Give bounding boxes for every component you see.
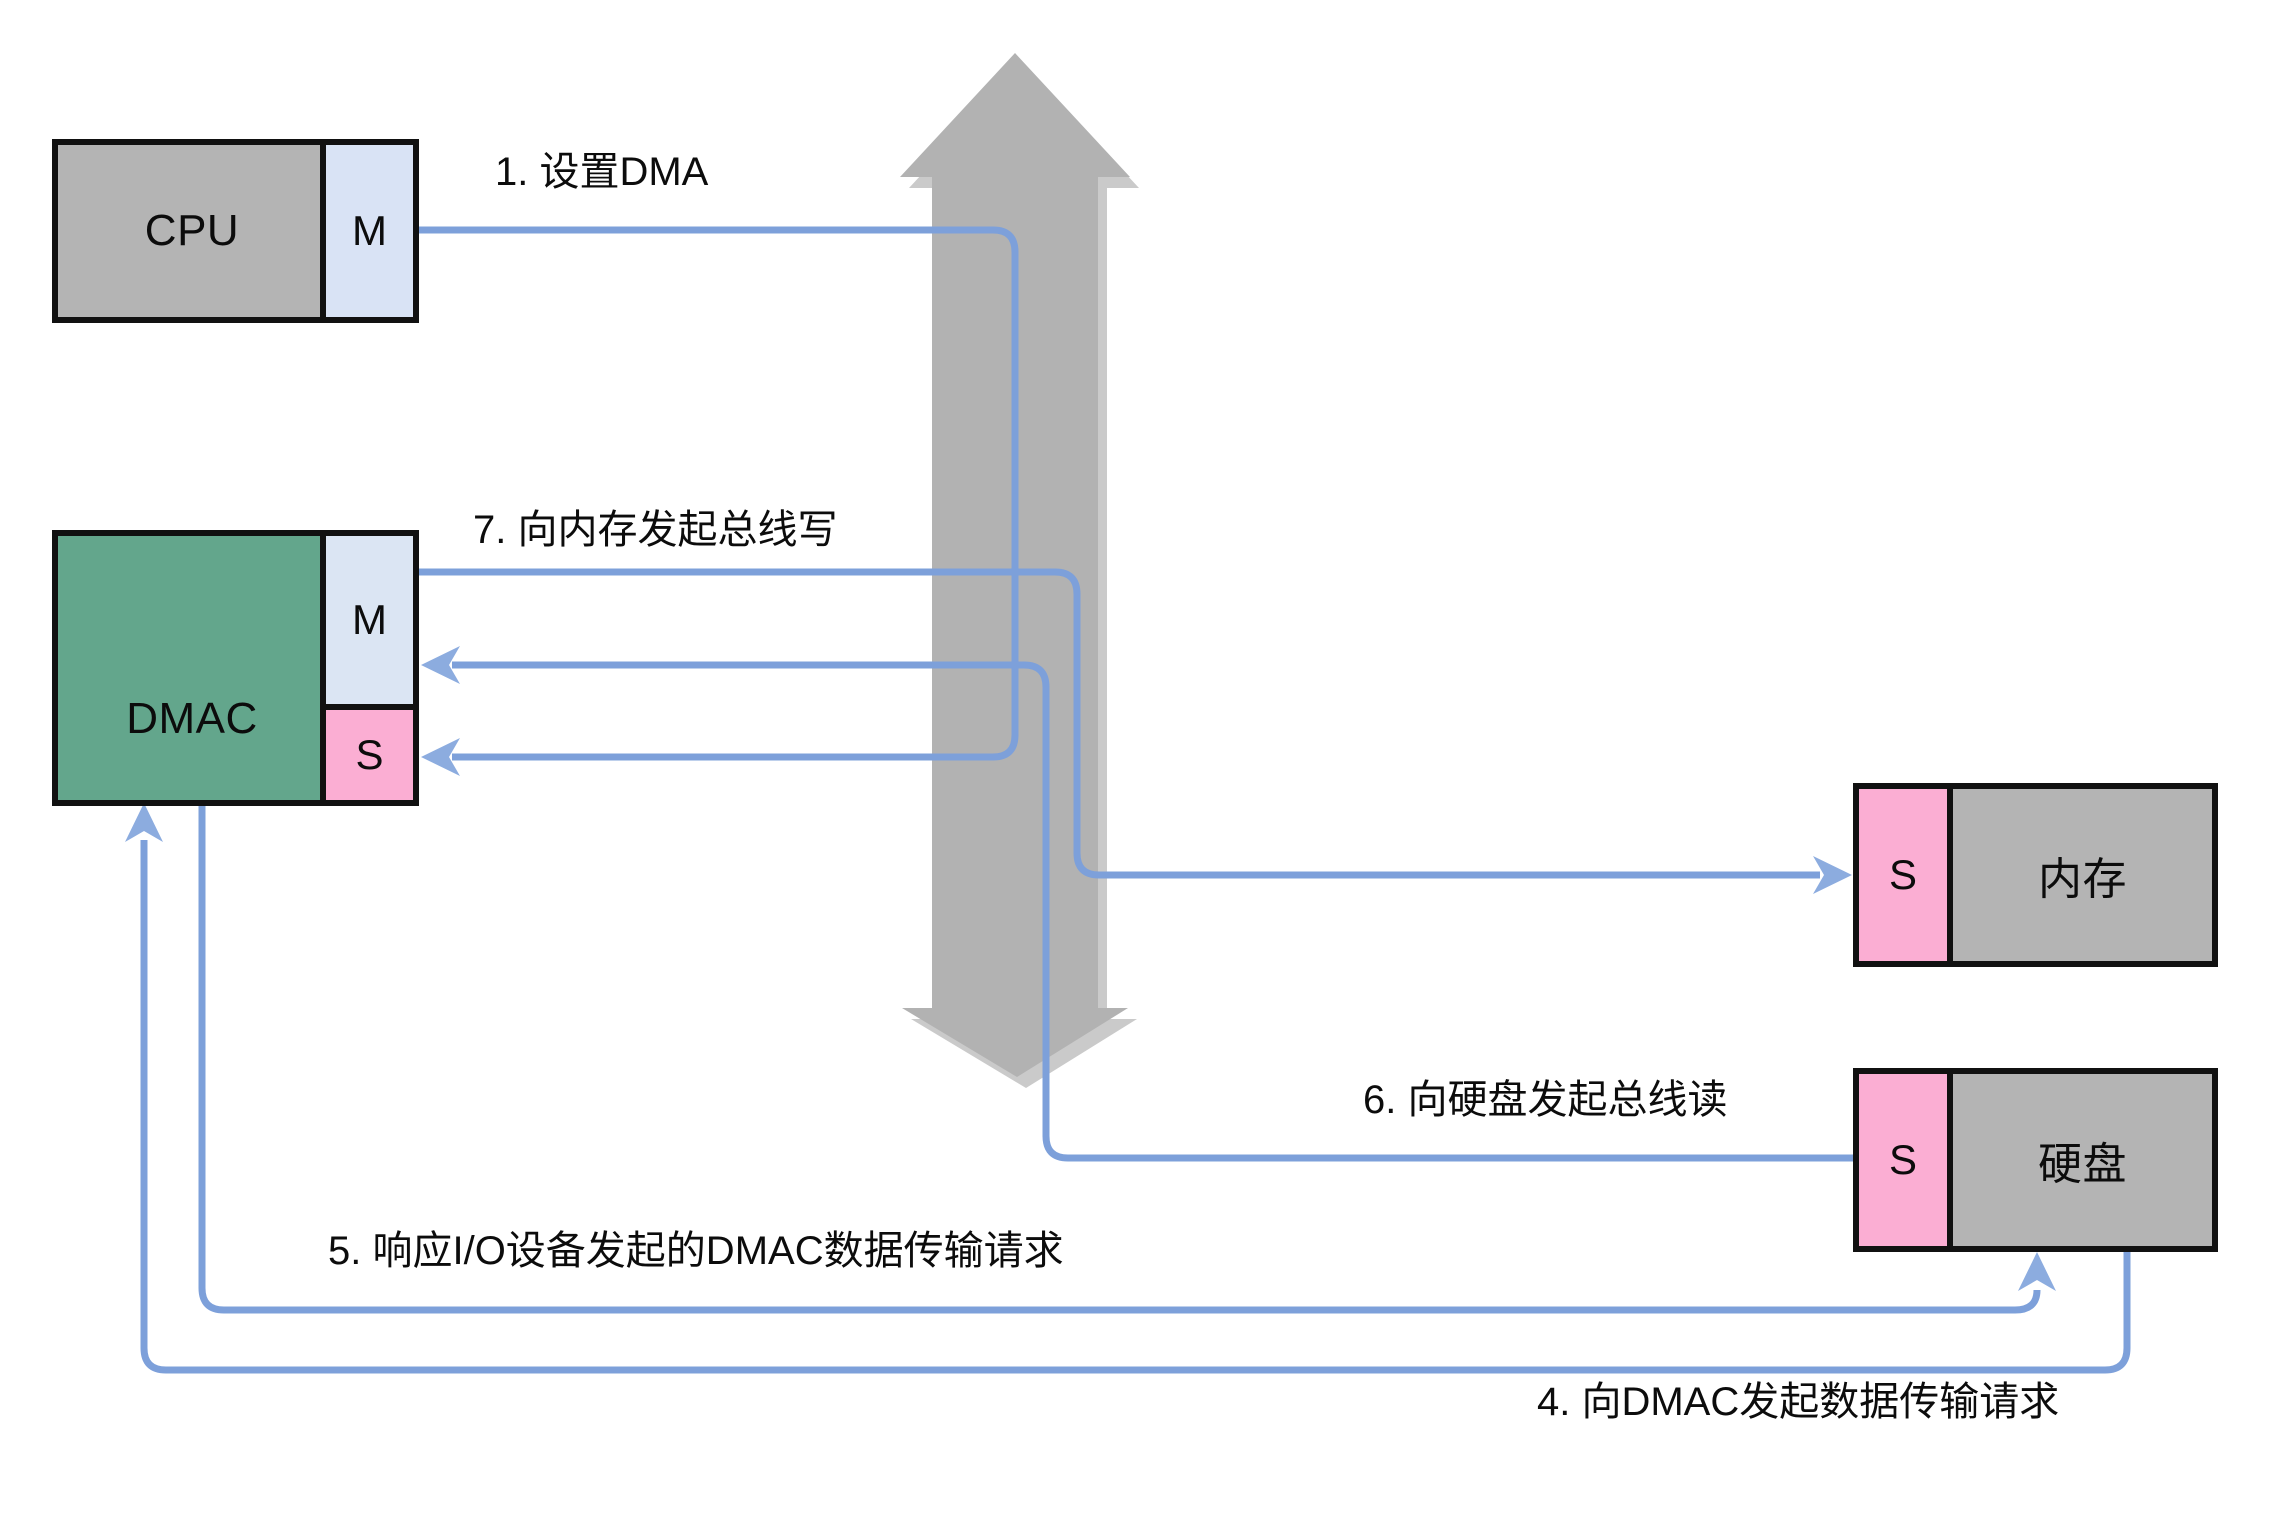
cpu-master-port-label: M xyxy=(352,207,387,254)
wire-step7-dmac-to-memory xyxy=(413,568,1820,879)
memory-box: S 内存 xyxy=(1853,783,2218,967)
dmac-master-port-label: M xyxy=(352,596,387,643)
disk-slave-port-label: S xyxy=(1888,1136,1917,1183)
step5-label: 5. 响应I/O设备发起的DMAC数据传输请求 xyxy=(328,1229,1064,1273)
memory-label: 内存 xyxy=(2038,855,2127,904)
step6-label: 6. 向硬盘发起总线读 xyxy=(1363,1078,1728,1122)
arrowhead-into-dmac-bottom xyxy=(125,803,163,842)
dmac-slave-port-label: S xyxy=(355,731,384,778)
disk-slave-port: S xyxy=(1859,1074,1953,1246)
disk-label: 硬盘 xyxy=(2038,1140,2127,1189)
dmac-box: DMAC M S xyxy=(52,530,419,806)
dmac-master-port: M xyxy=(320,536,413,710)
wire-step6-disk-to-dmac-m xyxy=(452,661,1853,1162)
arrowhead-into-dmac-m xyxy=(421,646,460,684)
cpu-box: CPU M xyxy=(52,139,419,323)
dmac-label: DMAC xyxy=(126,694,258,743)
wire-step5-dmac-to-disk xyxy=(198,806,2041,1314)
dmac-slave-port: S xyxy=(320,710,413,800)
cpu-label: CPU xyxy=(144,206,240,255)
step4-label: 4. 向DMAC发起数据传输请求 xyxy=(1537,1380,2060,1424)
memory-slave-port-label: S xyxy=(1888,851,1917,898)
wire-step1-cpu-to-dmac-s xyxy=(419,226,1019,761)
arrowhead-into-dmac-s xyxy=(421,738,460,776)
step7-label: 7. 向内存发起总线写 xyxy=(473,508,838,552)
arrowhead-into-disk-bottom xyxy=(2018,1252,2056,1291)
wire-step4-disk-to-dmac xyxy=(140,840,2131,1374)
memory-slave-port: S xyxy=(1859,789,1953,961)
step1-label: 1. 设置DMA xyxy=(495,150,709,194)
disk-box: S 硬盘 xyxy=(1853,1068,2218,1252)
arrowhead-into-memory-s xyxy=(1813,856,1852,894)
cpu-master-port: M xyxy=(320,145,413,317)
